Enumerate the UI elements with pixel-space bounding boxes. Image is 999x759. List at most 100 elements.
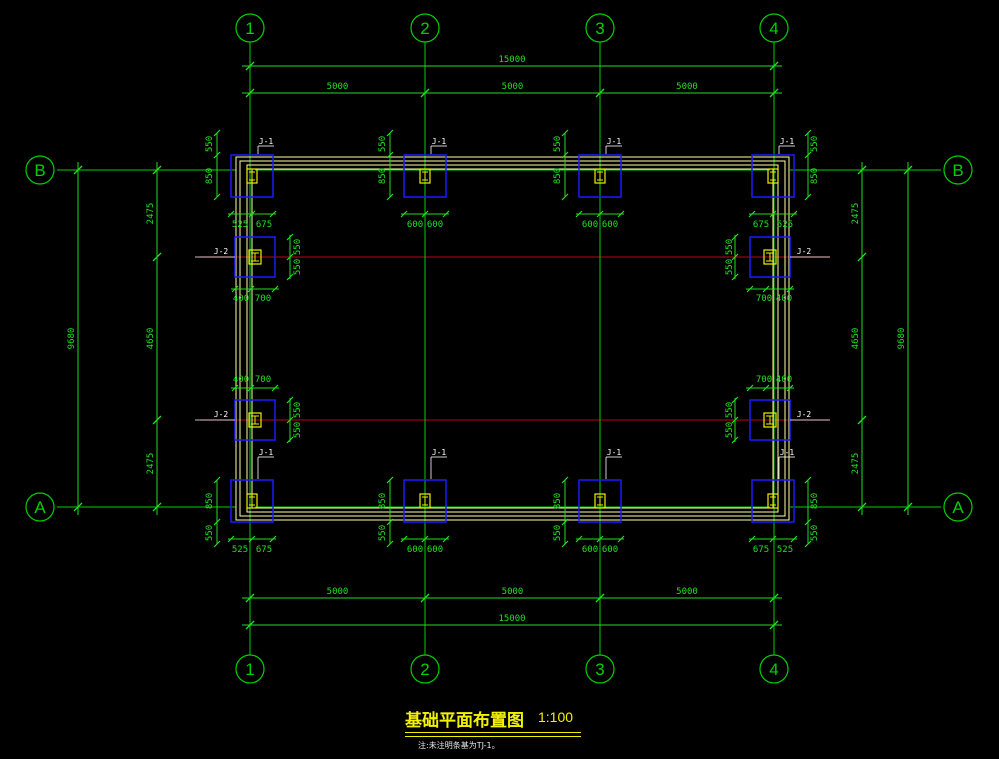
- plan-title: 基础平面布置图: [405, 711, 524, 731]
- footing-j1-5: [403, 479, 447, 523]
- footing-dim-label: 675: [256, 545, 272, 555]
- column-j2-3: [763, 412, 777, 428]
- footing-j1-4: [230, 479, 274, 523]
- footing-dim-depth: 850: [553, 493, 563, 509]
- footing-j2-dim-label: 700: [255, 375, 271, 385]
- footing-dim-tick: [561, 151, 569, 159]
- footing-j2-dim-label: 550: [293, 259, 303, 275]
- grid-bubble-bottom-3-circle: [585, 654, 615, 684]
- dim-top-bays-tick: [769, 88, 779, 98]
- footing-dim-label: 675: [753, 545, 769, 555]
- column-j2-1: [248, 412, 262, 428]
- footing-dim-tick: [421, 535, 429, 543]
- dim-right-bays-tick: [857, 502, 867, 512]
- footing-j2-dim-label: 550: [293, 402, 303, 418]
- footing-dim-label: 675: [753, 220, 769, 230]
- dim-bottom-bays-tick: [595, 593, 605, 603]
- footing-j2-dim-label: 550: [725, 239, 735, 255]
- dim-right-bays-label: 2475: [851, 203, 861, 225]
- column-7: [767, 493, 779, 509]
- grid-bubble-top-4-label: 4: [769, 19, 778, 38]
- footing-dim-side: 550: [810, 525, 820, 541]
- dim-left-bays-tick: [152, 165, 162, 175]
- footing-j2-dim-tick: [286, 253, 294, 261]
- footing-j2-dim-tick: [271, 384, 279, 392]
- grid-bubble-bottom-2-label: 2: [420, 660, 429, 679]
- footing-j2-dim-tick: [746, 285, 754, 293]
- dim-right-overall-label: 9680: [897, 328, 907, 350]
- footing-dim-depth: 850: [205, 168, 215, 184]
- footing-dim-tick: [442, 535, 450, 543]
- footing-dim-side: 550: [553, 136, 563, 152]
- grid-bubble-right-B-label: B: [952, 161, 963, 180]
- grid-bubble-top-3-label: 3: [595, 19, 604, 38]
- foundation-beam-outline-3: [246, 164, 779, 513]
- footing-dim-tick: [386, 129, 394, 137]
- footing-j2-dim-label: 700: [756, 375, 772, 385]
- footing-j2-dim-label: 550: [725, 402, 735, 418]
- footing-j2-dim-tick: [271, 285, 279, 293]
- footing-j2-dim-tick: [786, 285, 794, 293]
- column-5: [419, 493, 431, 509]
- footing-j2-dim-tick: [731, 396, 739, 404]
- grid-bubble-right-A-circle: [943, 492, 973, 522]
- footing-dim-label: 600: [427, 545, 443, 555]
- dim-right-overall-tick: [903, 502, 913, 512]
- dim-bottom-bays-tick: [420, 593, 430, 603]
- footing-dim-tick: [213, 129, 221, 137]
- tag-j1: J-1: [432, 448, 447, 457]
- dim-top-bays-tick: [595, 88, 605, 98]
- footing-j2-dim-label: 400: [233, 375, 249, 385]
- footing-j2-dim-tick: [247, 285, 255, 293]
- dim-top-overall-label: 15000: [498, 55, 525, 65]
- dim-bottom-bays-tick: [245, 593, 255, 603]
- tag-j2: J-2: [797, 247, 812, 256]
- footing-dim-tick: [227, 535, 235, 543]
- footing-dim-tick: [790, 210, 798, 218]
- footing-dim-tick: [248, 210, 256, 218]
- title-underline: [405, 732, 581, 733]
- footing-j2-dim-tick: [731, 233, 739, 241]
- footing-dim-tick: [386, 518, 394, 526]
- footing-dim-tick: [227, 210, 235, 218]
- footing-dim-depth: 850: [810, 493, 820, 509]
- footing-dim-label: 525: [232, 220, 248, 230]
- dim-bottom-bays-tick: [769, 593, 779, 603]
- grid-lines: [57, 42, 941, 655]
- dim-right-bays-tick: [857, 252, 867, 262]
- footing-dim-tick: [269, 535, 277, 543]
- footing-dim-tick: [386, 193, 394, 201]
- tag-j1: J-1: [780, 137, 795, 146]
- grid-bubble-top-3-circle: [585, 13, 615, 43]
- dim-top-bays-tick: [245, 88, 255, 98]
- dim-bottom-overall-tick: [245, 620, 255, 630]
- grid-bubble-left-A-label: A: [34, 498, 46, 517]
- grid-bubble-top-2-circle: [410, 13, 440, 43]
- footing-dim-tick: [790, 535, 798, 543]
- footing-dim-tick: [386, 151, 394, 159]
- footing-dim-label: 525: [777, 220, 793, 230]
- footing-j2-dim-tick: [231, 285, 239, 293]
- grid-bubble-top-2-label: 2: [420, 19, 429, 38]
- footing-j2-dim-label: 550: [725, 259, 735, 275]
- footing-j2-dim-tick: [286, 416, 294, 424]
- column-j2-0: [248, 249, 262, 265]
- dim-bottom-overall-tick: [769, 620, 779, 630]
- footing-dim-side: 550: [378, 136, 388, 152]
- footing-dim-tick: [561, 518, 569, 526]
- footing-dim-tick: [213, 540, 221, 548]
- footing-dim-tick: [561, 129, 569, 137]
- footing-j2-dim-tick: [731, 253, 739, 261]
- column-2: [594, 168, 606, 184]
- dim-top-bays-label: 5000: [502, 82, 524, 92]
- dim-top-bays-label: 5000: [676, 82, 698, 92]
- grid-bubble-left-B-label: B: [34, 161, 45, 180]
- footing-dim-side: 550: [205, 525, 215, 541]
- footing-j2-dim-label: 700: [756, 294, 772, 304]
- footing-dim-tick: [386, 476, 394, 484]
- grid-bubble-bottom-3-label: 3: [595, 660, 604, 679]
- footing-dim-tick: [269, 210, 277, 218]
- dim-left-overall-tick: [73, 502, 83, 512]
